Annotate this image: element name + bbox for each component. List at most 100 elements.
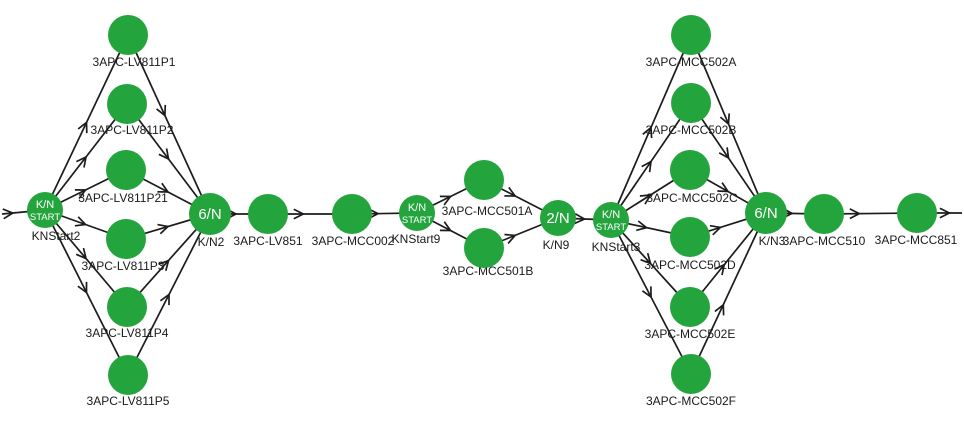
node-m501b[interactable] — [464, 228, 504, 268]
node-circle-start2[interactable] — [27, 192, 63, 228]
node-f[interactable] — [671, 354, 711, 394]
node-p1[interactable] — [108, 15, 148, 55]
node-circle-mcc002[interactable] — [332, 194, 372, 234]
arrowhead-m510-m851 — [849, 208, 862, 220]
node-circle-kn2[interactable] — [189, 193, 231, 235]
node-lv851[interactable] — [248, 194, 288, 234]
node-circle-m510[interactable] — [804, 194, 844, 234]
arrowhead-f-kn3 — [714, 303, 725, 316]
node-mcc002[interactable] — [332, 194, 372, 234]
node-kn9[interactable]: 2/N — [540, 200, 576, 236]
arrowhead-m501a-kn9 — [504, 186, 517, 197]
node-circle-kn9[interactable] — [540, 200, 576, 236]
node-label-kn3: K/N3 — [759, 234, 786, 248]
node-circle-p4[interactable] — [107, 287, 147, 327]
node-label-p21: 3APC-LV811P21 — [78, 191, 168, 205]
node-c[interactable] — [670, 150, 710, 190]
node-b[interactable] — [671, 83, 711, 123]
arrowhead-start3-a — [642, 125, 653, 139]
arrowhead-a-kn3 — [719, 113, 731, 126]
node-label-kn9: K/N9 — [543, 238, 570, 252]
node-m851[interactable] — [897, 193, 937, 233]
node-circle-a[interactable] — [671, 15, 711, 55]
node-label-mcc002: 3APC-MCC002 — [312, 234, 395, 248]
arrowhead-start2-p4 — [75, 247, 88, 260]
node-circle-m851[interactable] — [897, 193, 937, 233]
node-label-m510: 3APC-MCC510 — [783, 234, 866, 248]
node-p5[interactable] — [108, 355, 148, 395]
node-a[interactable] — [671, 15, 711, 55]
node-m510[interactable] — [804, 194, 844, 234]
arrowhead-p2-kn2 — [158, 148, 170, 161]
arrowhead-p21-kn2 — [157, 182, 170, 193]
node-start-text-start3: START — [596, 222, 626, 233]
node-circle-start9[interactable] — [399, 195, 435, 231]
node-label-d: 3APC-MCC502D — [644, 258, 736, 272]
node-m501a[interactable] — [464, 160, 504, 200]
node-circle-lv851[interactable] — [248, 194, 288, 234]
arrowhead-start2-p21 — [74, 189, 88, 200]
arrowhead-p1-kn2 — [156, 104, 167, 118]
arrowhead-m851-out — [939, 207, 952, 219]
node-kn3[interactable]: 6/N — [745, 192, 787, 234]
node-label-start3: KNStart3 — [592, 240, 641, 254]
node-circle-start3[interactable] — [593, 202, 629, 238]
edge-p1-kn2 — [127, 34, 211, 215]
node-circle-b[interactable] — [671, 83, 711, 123]
node-circle-c[interactable] — [670, 150, 710, 190]
arrowhead-c-kn3 — [717, 182, 730, 193]
node-circle-p5[interactable] — [108, 355, 148, 395]
node-d[interactable] — [670, 217, 710, 257]
node-circle-e[interactable] — [670, 287, 710, 327]
arrowhead-start2-p1 — [77, 120, 88, 134]
node-vote-text-kn2: 6/N — [198, 206, 221, 223]
arrowhead-start2-p5 — [77, 281, 88, 295]
node-circle-m501b[interactable] — [464, 228, 504, 268]
node-label-start9: KNStart9 — [392, 232, 441, 246]
node-kn-text-start9: K/N — [408, 202, 426, 214]
node-circle-f[interactable] — [671, 354, 711, 394]
arrowhead-e-kn3 — [714, 263, 726, 276]
arrowhead-d-kn3 — [709, 224, 723, 236]
node-label-p3: 3APC-LV811P3 — [82, 259, 165, 273]
node-circle-p21[interactable] — [106, 150, 146, 190]
arrowhead-start9-m501a — [439, 195, 453, 206]
node-circle-d[interactable] — [670, 217, 710, 257]
node-label-p1: 3APC-LV811P1 — [93, 55, 176, 69]
node-vote-text-kn3: 6/N — [754, 205, 777, 222]
node-p2[interactable] — [107, 84, 147, 124]
arrowhead-start3-b — [641, 159, 653, 173]
node-label-m851: 3APC-MCC851 — [875, 233, 958, 247]
node-kn-text-start3: K/N — [602, 209, 620, 221]
node-label-m501b: 3APC-MCC501B — [443, 264, 534, 278]
node-e[interactable] — [670, 287, 710, 327]
node-p4[interactable] — [107, 287, 147, 327]
node-label-f: 3APC-MCC502F — [646, 394, 736, 408]
node-label-a: 3APC-MCC502A — [646, 55, 737, 69]
node-label-m501a: 3APC-MCC501A — [442, 204, 533, 218]
arrowhead-kn9-start3 — [574, 213, 587, 225]
node-kn2[interactable]: 6/N — [189, 193, 231, 235]
arrowhead-in-start2 — [2, 208, 15, 220]
node-labels-layer: KNStart23APC-LV811P13APC-LV811P23APC-LV8… — [32, 55, 958, 408]
node-label-p4: 3APC-LV811P4 — [86, 326, 169, 340]
node-start-text-start2: START — [30, 212, 60, 223]
node-circle-p1[interactable] — [108, 15, 148, 55]
arrowhead-p3-kn2 — [157, 223, 170, 235]
node-circle-p3[interactable] — [106, 219, 146, 259]
node-vote-text-kn9: 2/N — [546, 210, 569, 227]
node-label-e: 3APC-MCC502E — [645, 327, 736, 341]
node-circle-kn3[interactable] — [745, 192, 787, 234]
node-label-p2: 3APC-LV811P2 — [91, 123, 174, 137]
arrowhead-b-kn3 — [718, 147, 730, 160]
node-circle-m501a[interactable] — [464, 160, 504, 200]
node-p3[interactable] — [106, 219, 146, 259]
node-start-text-start9: START — [402, 215, 432, 226]
node-circle-p2[interactable] — [107, 84, 147, 124]
node-p21[interactable] — [106, 150, 146, 190]
